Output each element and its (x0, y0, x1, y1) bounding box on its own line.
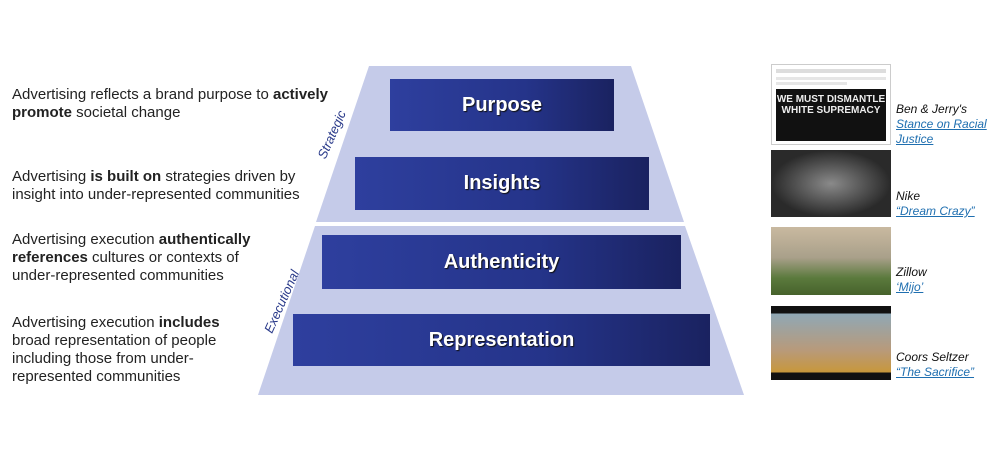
example-link[interactable]: ‘Mijo’ (896, 280, 924, 294)
description-authenticity: Advertising execution authentically refe… (12, 231, 251, 284)
coors-thumbnail[interactable] (771, 306, 891, 380)
level-authenticity: Authenticity (322, 235, 681, 289)
ben-jerrys-thumbnail[interactable]: WE MUST DISMANTLE WHITE SUPREMACY (771, 64, 891, 145)
brand-name: Zillow (896, 265, 927, 279)
example-coors: Coors Seltzer“The Sacrifice” (896, 350, 974, 380)
description-insights: Advertising is built on strategies drive… (12, 168, 300, 203)
example-link[interactable]: “Dream Crazy” (896, 204, 975, 218)
level-insights: Insights (355, 157, 649, 210)
example-nike: Nike“Dream Crazy” (896, 189, 975, 219)
level-purpose: Purpose (390, 79, 614, 131)
description-representation: Advertising execution includes broad rep… (12, 314, 220, 385)
brand-name: Nike (896, 189, 921, 203)
level-representation: Representation (293, 314, 710, 366)
example-link[interactable]: Stance on Racial Justice (896, 117, 987, 146)
description-purpose: Advertising reflects a brand purpose to … (12, 86, 329, 121)
ben-jerrys-image-text: WE MUST DISMANTLE WHITE SUPREMACY (776, 89, 886, 141)
brand-name: Ben & Jerry's (896, 102, 967, 116)
zillow-thumbnail[interactable] (771, 227, 891, 295)
example-link[interactable]: “The Sacrifice” (896, 365, 975, 379)
brand-name: Coors Seltzer (896, 350, 969, 364)
nike-thumbnail[interactable] (771, 150, 891, 217)
example-zillow: Zillow‘Mijo’ (896, 265, 927, 295)
